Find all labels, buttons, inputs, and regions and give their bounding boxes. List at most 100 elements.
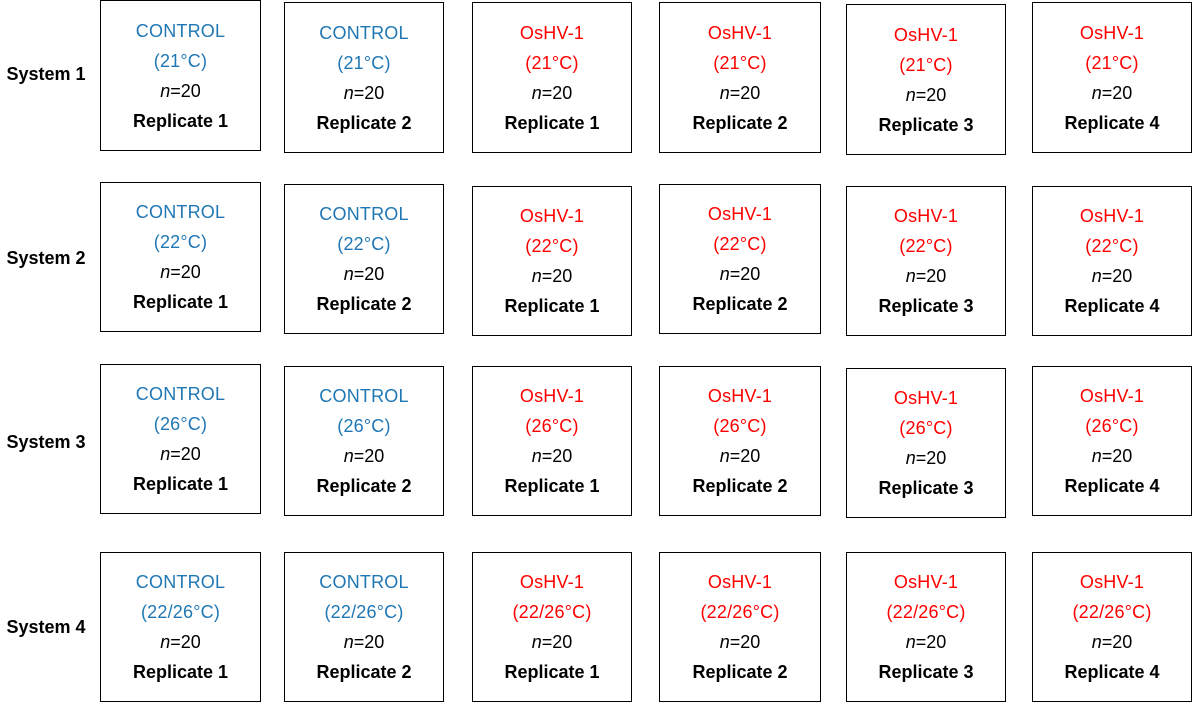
sample-size: n=20 [343,264,385,284]
sample-size: n=20 [531,446,573,466]
system-label: System 2 [6,248,86,268]
temperature-label: (26°C) [525,416,579,436]
replicate-label: Replicate 1 [132,662,229,682]
replicate-label: Replicate 1 [132,292,229,312]
group-label: OsHV-1 [1079,572,1145,592]
treatment-box: OsHV-1 (22°C) n=20 Replicate 2 [659,184,821,334]
replicate-label: Replicate 2 [316,662,412,682]
treatment-box: CONTROL (22/26°C) n=20 Replicate 2 [284,552,444,702]
treatment-box: CONTROL (22°C) n=20 Replicate 2 [284,184,444,334]
group-label: OsHV-1 [1079,206,1145,226]
sample-size: n=20 [160,80,201,101]
temperature-label: (21°C) [337,52,391,73]
group-label: OsHV-1 [707,386,773,406]
replicate-label: Replicate 2 [692,662,788,682]
replicate-label: Replicate 4 [1064,296,1160,316]
group-label: OsHV-1 [1079,386,1145,406]
treatment-box: CONTROL (21°C) n=20 Replicate 2 [284,2,444,153]
temperature-label: (21°C) [525,52,579,73]
sample-size: n=20 [1091,632,1133,652]
treatment-box: OsHV-1 (26°C) n=20 Replicate 4 [1032,366,1192,516]
sample-size: n=20 [160,444,201,464]
group-label: OsHV-1 [707,572,773,592]
treatment-box: OsHV-1 (22/26°C) n=20 Replicate 3 [846,552,1006,702]
temperature-label: (21°C) [1085,52,1139,73]
sample-size: n=20 [719,446,761,466]
treatment-box: OsHV-1 (22°C) n=20 Replicate 1 [472,186,632,336]
group-label: OsHV-1 [893,24,959,45]
group-label: OsHV-1 [893,388,959,408]
treatment-box: CONTROL (26°C) n=20 Replicate 2 [284,366,444,516]
replicate-label: Replicate 3 [878,478,974,498]
group-label: CONTROL [319,386,409,406]
sample-size: n=20 [531,632,573,652]
sample-size: n=20 [343,82,385,103]
treatment-box: OsHV-1 (26°C) n=20 Replicate 2 [659,366,821,516]
sample-size: n=20 [719,82,761,103]
group-label: OsHV-1 [893,572,959,592]
sample-size: n=20 [905,632,947,652]
temperature-label: (21°C) [153,50,208,71]
group-label: CONTROL [135,384,226,404]
temperature-label: (22°C) [337,234,391,254]
replicate-label: Replicate 3 [878,114,974,135]
group-label: OsHV-1 [707,204,773,224]
treatment-box: CONTROL (22°C) n=20 Replicate 1 [100,182,261,332]
replicate-label: Replicate 2 [316,476,412,496]
system-label: System 1 [6,64,86,84]
treatment-box: OsHV-1 (22/26°C) n=20 Replicate 1 [472,552,632,702]
group-label: CONTROL [135,20,226,41]
temperature-label: (22°C) [713,234,767,254]
treatment-box: OsHV-1 (21°C) n=20 Replicate 1 [472,2,632,153]
group-label: CONTROL [319,204,409,224]
treatment-box: OsHV-1 (26°C) n=20 Replicate 3 [846,368,1006,518]
replicate-label: Replicate 4 [1064,476,1160,496]
replicate-label: Replicate 2 [692,476,788,496]
replicate-label: Replicate 2 [316,112,412,133]
treatment-box: OsHV-1 (26°C) n=20 Replicate 1 [472,366,632,516]
temperature-label: (22/26°C) [886,602,966,622]
replicate-label: Replicate 3 [878,662,974,682]
temperature-label: (22°C) [1085,236,1139,256]
treatment-box: CONTROL (21°C) n=20 Replicate 1 [100,0,261,151]
sample-size: n=20 [719,264,761,284]
treatment-box: CONTROL (22/26°C) n=20 Replicate 1 [100,552,261,702]
treatment-box: OsHV-1 (22/26°C) n=20 Replicate 4 [1032,552,1192,702]
system-label: System 3 [6,432,86,452]
replicate-label: Replicate 2 [692,294,788,314]
sample-size: n=20 [160,632,201,652]
replicate-label: Replicate 1 [132,110,229,131]
group-label: CONTROL [135,572,226,592]
temperature-label: (26°C) [713,416,767,436]
sample-size: n=20 [905,448,947,468]
group-label: OsHV-1 [519,206,585,226]
temperature-label: (26°C) [153,414,208,434]
treatment-box: OsHV-1 (22°C) n=20 Replicate 4 [1032,186,1192,336]
temperature-label: (22°C) [153,232,208,252]
group-label: CONTROL [135,202,226,222]
group-label: OsHV-1 [707,22,773,43]
temperature-label: (21°C) [713,52,767,73]
group-label: OsHV-1 [1079,22,1145,43]
replicate-label: Replicate 1 [504,476,600,496]
replicate-label: Replicate 2 [316,294,412,314]
replicate-label: Replicate 4 [1064,112,1160,133]
sample-size: n=20 [343,632,385,652]
replicate-label: Replicate 1 [504,662,600,682]
replicate-label: Replicate 1 [504,112,600,133]
temperature-label: (22/26°C) [512,602,592,622]
sample-size: n=20 [343,446,385,466]
treatment-box: CONTROL (26°C) n=20 Replicate 1 [100,364,261,514]
group-label: CONTROL [319,572,409,592]
group-label: OsHV-1 [893,206,959,226]
replicate-label: Replicate 1 [504,296,600,316]
replicate-label: Replicate 3 [878,296,974,316]
sample-size: n=20 [905,266,947,286]
temperature-label: (26°C) [1085,416,1139,436]
treatment-box: OsHV-1 (22/26°C) n=20 Replicate 2 [659,552,821,702]
treatment-box: OsHV-1 (21°C) n=20 Replicate 4 [1032,2,1192,153]
temperature-label: (22/26°C) [700,602,780,622]
sample-size: n=20 [531,82,573,103]
temperature-label: (22°C) [899,236,953,256]
temperature-label: (21°C) [899,54,953,75]
